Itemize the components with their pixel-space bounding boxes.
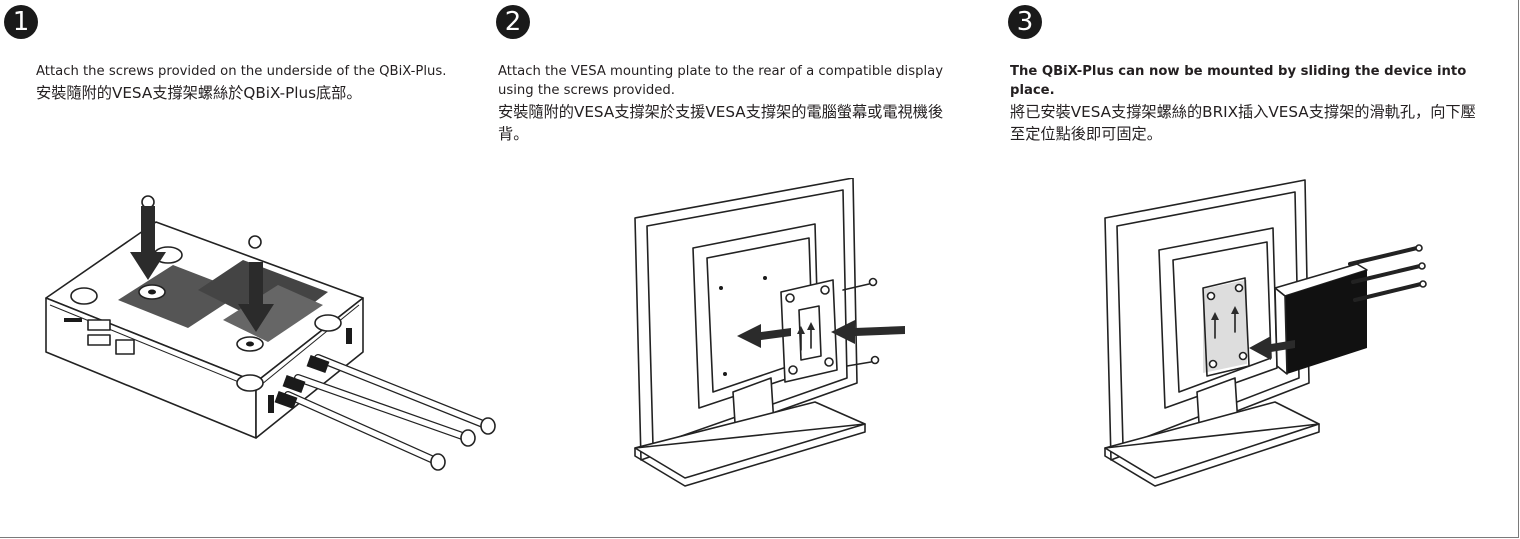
step-instructions: Attach the VESA mounting plate to the re… bbox=[498, 62, 958, 145]
instruction-chinese: 將已安裝VESA支撐架螺絲的BRIX插入VESA支撐架的滑軌孔，向下壓至定位點後… bbox=[1010, 103, 1476, 143]
mounted-device-illustration bbox=[1095, 178, 1465, 490]
instruction-english: Attach the screws provided on the unders… bbox=[36, 64, 447, 79]
instruction-chinese: 安裝隨附的VESA支撐架於支援VESA支撐架的電腦螢幕或電視機後背。 bbox=[498, 103, 944, 143]
instruction-english: The QBiX-Plus can now be mounted by slid… bbox=[1010, 64, 1467, 98]
step-instructions: The QBiX-Plus can now be mounted by slid… bbox=[1010, 62, 1480, 145]
step-1: 1 Attach the screws provided on the unde… bbox=[0, 0, 496, 530]
step-number-badge: 2 bbox=[496, 5, 530, 39]
device-screw-illustration bbox=[28, 180, 498, 480]
step-2: 2 Attach the VESA mounting plate to the … bbox=[490, 0, 960, 530]
vesa-plate-illustration bbox=[615, 178, 945, 490]
instruction-english: Attach the VESA mounting plate to the re… bbox=[498, 64, 944, 98]
step-number-badge: 3 bbox=[1008, 5, 1042, 39]
step-3: 3 The QBiX-Plus can now be mounted by sl… bbox=[1000, 0, 1476, 530]
step-instructions: Attach the screws provided on the unders… bbox=[36, 62, 476, 104]
instruction-chinese: 安裝隨附的VESA支撐架螺絲於QBiX-Plus底部。 bbox=[36, 84, 362, 102]
step-number-badge: 1 bbox=[4, 5, 38, 39]
